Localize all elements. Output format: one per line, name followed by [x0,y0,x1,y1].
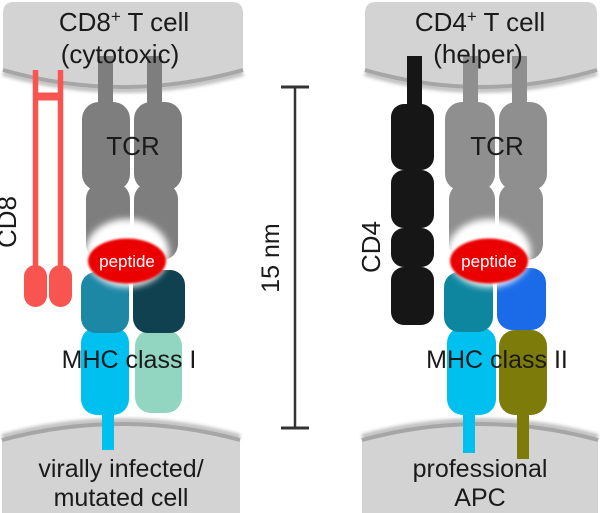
mhc-class-1 [81,270,185,450]
peptide-label: peptide [461,252,517,271]
cd8-tcell-title: CD8+ T cell [59,7,189,37]
peptide-left: peptide [85,219,169,287]
membrane-shadow [361,418,599,440]
membrane-edge [361,422,599,442]
cd4-domain-1 [391,104,434,170]
membrane-edge [364,68,598,89]
membrane-body [365,2,597,87]
mhc2-upper-left-domain [444,272,493,332]
cd8-domain-right [49,265,72,307]
tcr-stalk [463,56,478,116]
scale-bar-label: 15 nm [257,223,285,292]
mhc2-upper-right-domain [497,268,546,330]
mhc1-upper-left-domain [81,272,129,333]
mhc1-stalk [102,405,114,450]
tcr-alpha-upper-domain [445,102,495,191]
tcr-beta-upper-domain [134,102,182,191]
membrane-shadow [1,418,241,440]
cd4-label: CD4 [356,221,386,273]
infected-cell-label-line2: mutated cell [54,484,189,512]
apc-label-line2: APC [454,484,505,512]
cd4-tcell-subtitle: (helper) [433,39,523,69]
peptide-right: peptide [447,219,531,287]
scale-bar: 15 nm [257,85,309,430]
cd8-label: CD8 [0,196,22,248]
peptide-label: peptide [99,252,155,271]
apc-membrane [361,418,599,513]
cd4-tcell-title: CD4+ T cell [415,7,545,37]
membrane-edge [1,422,241,442]
membrane-shadow [364,70,598,93]
cd8-coreceptor [24,70,72,307]
cd8-tcell-subtitle: (cytotoxic) [61,39,179,69]
membrane-body [3,2,243,87]
peptide-body [450,238,528,284]
mhc-class-2 [444,268,547,459]
apc-label-line1: professional [413,455,548,483]
tcr-right-label: TCR [470,131,523,161]
tcr-stalk [98,56,113,116]
tcr-left-label: TCR [106,131,159,161]
mhc2-lower-left-domain [447,327,496,415]
tcr-stalk [512,56,527,116]
mhc2-lower-right-domain [499,330,547,415]
mhc1-lower-right-domain [135,330,182,413]
tcr-stalk [147,56,162,116]
cd8-domain-left [24,265,47,307]
cd4-domain-4 [391,267,434,325]
cd4-stalk [407,56,422,114]
tcr-beta-upper-domain [499,102,547,191]
peptide-body [88,238,166,284]
cd4-tcell-membrane [364,2,598,93]
infected-cell-membrane [1,418,241,513]
infected-cell-label-line1: virally infected/ [38,455,203,483]
mhc2-beta-stalk [517,405,529,459]
cd4-coreceptor [391,56,434,325]
cd4-domain-3 [391,228,434,267]
cd4-domain-2 [391,170,434,228]
mhc1-upper-right-domain [133,270,185,333]
mhc2-label: MHC class II [426,346,568,374]
mhc2-alpha-stalk [463,405,475,453]
mhc1-lower-left-domain [81,327,129,415]
membrane-body [362,424,598,513]
mhc1-label: MHC class I [62,346,197,374]
tcr-alpha-upper-domain [82,102,130,191]
membrane-body [2,424,240,513]
